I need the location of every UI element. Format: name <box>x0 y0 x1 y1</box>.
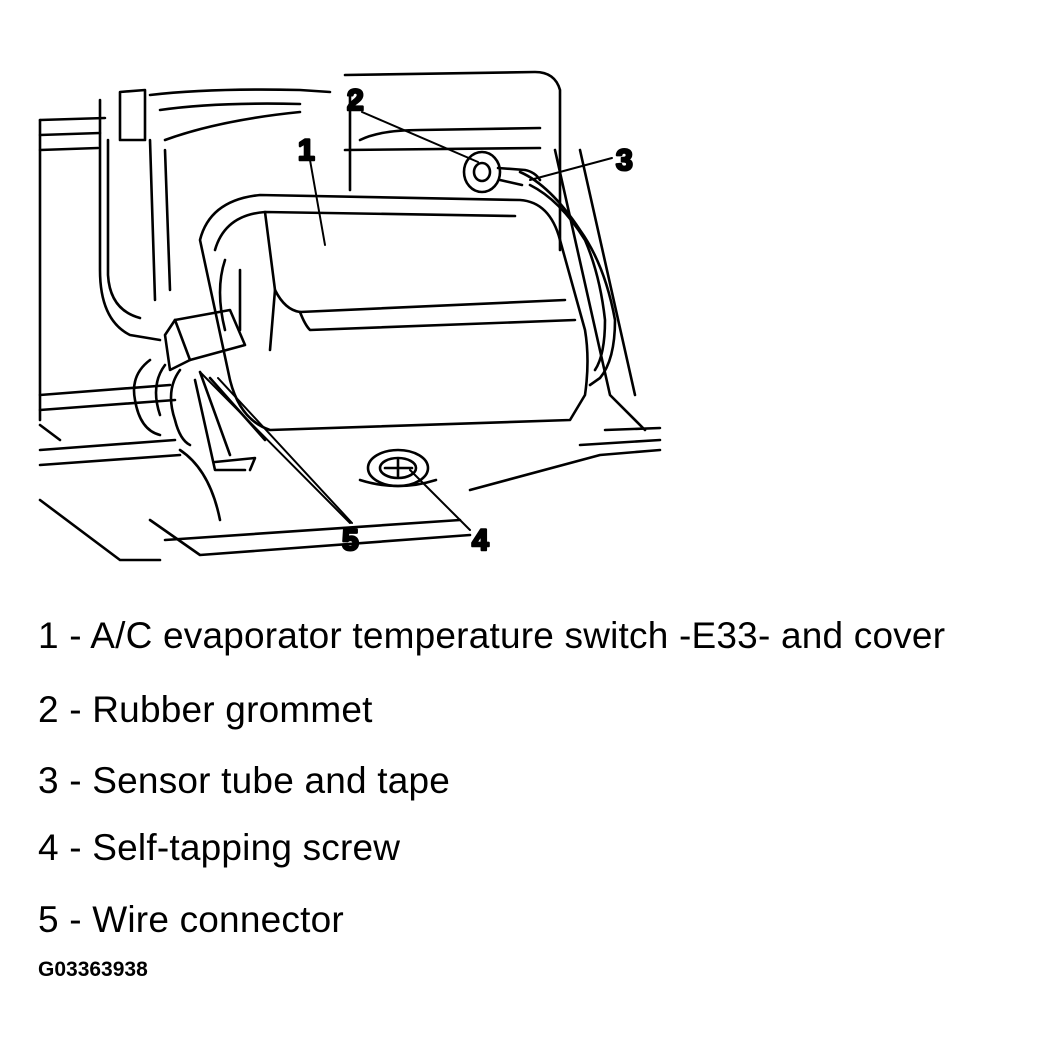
figure-id: G03363938 <box>38 958 148 981</box>
legend-item-4: 4 - Self-tapping screw <box>38 827 401 868</box>
switch-cover <box>198 193 589 432</box>
legend-item-5: 5 - Wire connector <box>38 899 344 940</box>
self-tapping-screw <box>358 448 438 488</box>
callout-5: 5 <box>342 524 359 557</box>
leader-lines <box>199 111 613 531</box>
component-illustration: 1 2 3 4 5 <box>38 70 662 562</box>
legend-item-1: 1 - A/C evaporator temperature switch -E… <box>38 615 946 656</box>
legend-item-3: 3 - Sensor tube and tape <box>38 760 451 801</box>
callout-1: 1 <box>298 134 315 167</box>
legend-item-2: 2 - Rubber grommet <box>38 689 373 730</box>
wire-connector <box>132 308 267 472</box>
callout-4: 4 <box>472 524 489 557</box>
callout-3: 3 <box>616 144 633 177</box>
sensor-tube <box>462 150 617 387</box>
callout-2: 2 <box>347 84 364 117</box>
housing-background <box>38 70 662 557</box>
pipe-assembly <box>38 88 222 562</box>
